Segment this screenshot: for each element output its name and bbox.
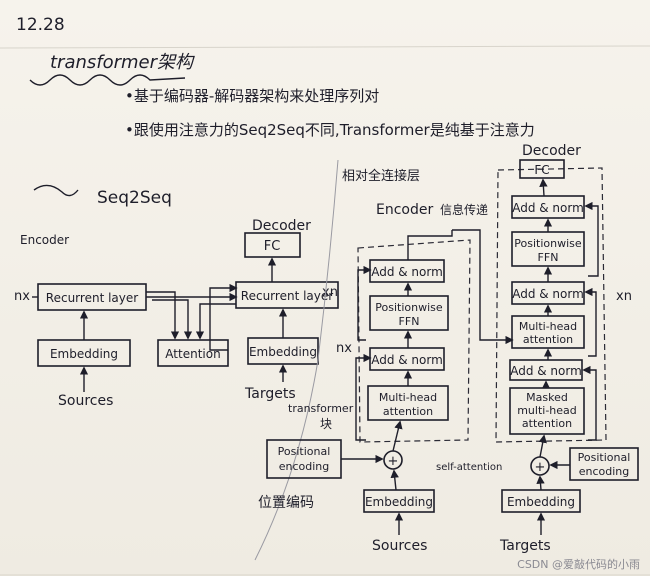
seq2seq-fc-text: FC (264, 239, 281, 254)
dec-addnorm-mid-text: Add & norm (512, 287, 584, 301)
dec-fc-box (519, 159, 565, 179)
seq2seq-diagram: Seq2Seq Encoder Decoder FC nx Recurrent … (14, 184, 339, 409)
decoder-embedding-text: Embedding (249, 345, 317, 359)
dec-mha-line2: attention (523, 333, 573, 346)
attention-text: Attention (165, 347, 220, 361)
dec-pe-line1: Positional (578, 451, 631, 464)
dec-plus-sign: + (535, 460, 546, 475)
info-note: 信息传递 (440, 202, 488, 217)
page-ruling (0, 45, 650, 576)
seq2seq-targets: Targets (244, 386, 296, 402)
transformer-note: transformer (288, 402, 354, 415)
enc-ffn-line2: FFN (399, 315, 420, 328)
dec-residual-1 (582, 365, 597, 441)
encoder-block-dashed (357, 239, 471, 443)
dec-pe-line2: encoding (579, 465, 630, 478)
dec-fc-text: FC (534, 163, 549, 177)
dec-addnorm-top-text: Add & norm (512, 201, 584, 215)
seq2seq-fc-box (244, 232, 301, 258)
dec-residual-3 (584, 201, 599, 277)
scribble-mark (33, 184, 79, 197)
tf-encoder-label: Encoder (376, 202, 433, 218)
tf-decoder-label: Decoder (522, 143, 581, 159)
enc-residual-1 (355, 353, 372, 441)
dec-masked-line1: Masked (526, 391, 568, 404)
arr-demb-plus (536, 475, 545, 491)
enc-addnorm-bottom-text: Add & norm (371, 353, 443, 367)
enc-addnorm-top-text: Add & norm (371, 265, 443, 279)
attention-box (157, 339, 229, 367)
arrow-enc-attention (146, 291, 180, 340)
section-divider (254, 159, 339, 561)
dec-addnorm-bottom-box (509, 359, 583, 381)
enc-pe-line2: encoding (279, 460, 330, 473)
arrow-dec-attention (195, 303, 236, 340)
tf-decoder-xn: xn (616, 289, 632, 304)
arr-plus-mha (392, 420, 403, 452)
enc-embedding-text: Embedding (365, 495, 433, 509)
seq2seq-nx-left: nx (14, 289, 30, 304)
dec-residual-2 (584, 287, 597, 357)
date-text: 12.28 (16, 15, 65, 35)
arrow-enc-attention-2 (152, 299, 193, 340)
tf-encoder-nx: nx (336, 341, 352, 356)
dec-addnorm-top-box (511, 195, 585, 219)
dec-ffn-line2: FFN (538, 251, 559, 264)
enc-mha-line2: attention (383, 405, 433, 418)
enc-mha-line1: Multi-head (379, 391, 437, 404)
encoder-recurrent-text: Recurrent layer (46, 291, 138, 305)
dec-masked-line2: multi-head (517, 404, 577, 417)
arr-emb-plus (390, 469, 399, 491)
residual-note: 相对全连接层 (342, 168, 420, 184)
tf-targets: Targets (499, 538, 551, 554)
dec-mha-line1: Multi-head (519, 320, 577, 333)
dec-ffn-line1: Positionwise (514, 237, 582, 250)
seq2seq-nx-right: xn (322, 285, 338, 300)
tf-sources: Sources (372, 538, 427, 554)
seq2seq-title: Seq2Seq (97, 188, 172, 208)
self-attention-note: self-attention (436, 462, 502, 473)
pe-note: 位置编码 (258, 495, 314, 511)
seq2seq-decoder-label: Decoder (252, 218, 311, 234)
dec-embedding-text: Embedding (507, 495, 575, 509)
arr-addnorm-fc (539, 178, 548, 197)
encoder-embedding-text: Embedding (50, 347, 118, 361)
transformer-diagram: 相对全连接层 Encoder 信息传递 Decoder nx Add & nor… (258, 143, 639, 554)
dec-addnorm-bottom-text: Add & norm (510, 364, 582, 378)
bullet-pure-attention: •跟使用注意力的Seq2Seq不同,Transformer是纯基于注意力 (125, 121, 535, 139)
enc-plus-sign: + (388, 454, 399, 469)
enc-ffn-line1: Positionwise (375, 301, 443, 314)
enc-output-line (407, 230, 453, 260)
title-text: transformer架构 (50, 52, 195, 73)
seq2seq-encoder-label: Encoder (20, 233, 69, 247)
seq2seq-sources: Sources (58, 393, 113, 409)
enc-residual-2 (357, 265, 372, 341)
watermark: CSDN @爱敲代码的小雨 (517, 557, 640, 571)
decoder-recurrent-text: Recurrent layer (241, 289, 333, 303)
enc-embedding-box (363, 489, 435, 513)
enc-pe-line1: Positional (278, 445, 331, 458)
enc-to-dec-link (452, 229, 514, 345)
arrow-attention-dec (209, 283, 238, 351)
arr-plus-masked (538, 434, 547, 458)
dec-positional-encoding-box (569, 447, 639, 481)
title-squiggle (29, 74, 186, 86)
enc-ffn-box (369, 295, 449, 331)
bullet-encoder-decoder: •基于编码器-解码器架构来处理序列对 (125, 87, 379, 105)
kuai-note: 块 (320, 417, 332, 431)
dec-masked-line3: attention (522, 417, 572, 430)
